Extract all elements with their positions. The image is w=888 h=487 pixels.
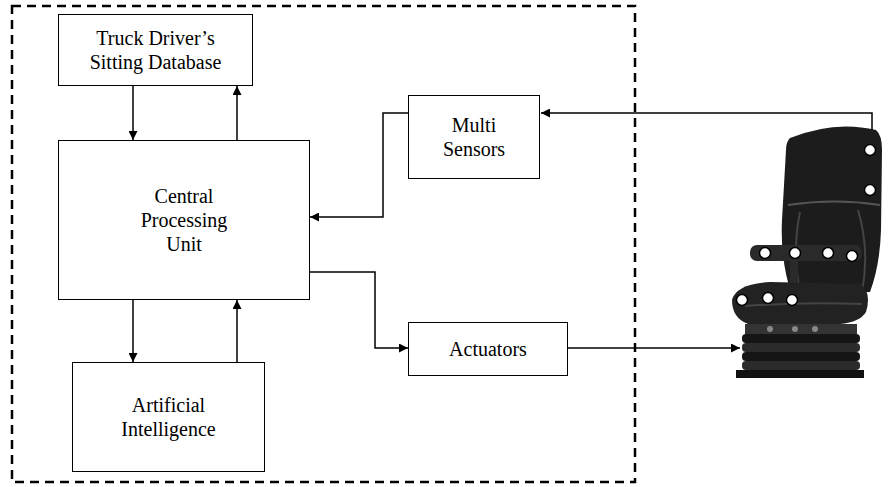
sensor-dots — [737, 145, 876, 306]
armrest — [750, 245, 862, 261]
box-label: Actuators — [449, 337, 527, 361]
sensor-dot — [865, 185, 876, 196]
process-box: Central Processing Unit — [58, 140, 310, 300]
process-box: Artificial Intelligence — [72, 362, 265, 472]
sensor-dot — [823, 248, 834, 259]
box-label: Truck Driver’s Sitting Database — [76, 26, 236, 74]
sensor-dot — [865, 145, 876, 156]
flow-arrow — [132, 86, 134, 140]
process-box: Truck Driver’s Sitting Database — [58, 14, 253, 86]
process-box: Multi Sensors — [408, 95, 540, 179]
control-knob — [812, 326, 818, 332]
suspension-bellows — [742, 343, 860, 352]
cushion-seam — [745, 303, 862, 306]
flow-arrow — [310, 272, 408, 348]
sensor-dot — [737, 295, 748, 306]
sensor-dot — [763, 293, 774, 304]
suspension-bellows — [742, 334, 860, 343]
seat-mount — [736, 370, 864, 378]
seat-signal-arrow — [541, 113, 872, 130]
seat-cushion — [732, 282, 868, 324]
actuation-arrow — [568, 347, 740, 349]
control-knob — [792, 326, 798, 332]
sensor-dot — [787, 295, 798, 306]
system-boundary — [12, 6, 635, 482]
flow-arrow — [236, 300, 238, 362]
seat-backrest — [782, 126, 882, 296]
suspension-bellows — [742, 361, 860, 370]
box-label: Multi Sensors — [429, 113, 519, 161]
flow-arrow — [236, 86, 238, 140]
seat-base-plate — [745, 324, 857, 334]
process-box: Actuators — [408, 322, 568, 376]
box-label: Artificial Intelligence — [109, 393, 229, 441]
armrest-support — [790, 258, 798, 286]
suspension-bellows — [742, 352, 860, 361]
flow-arrow — [310, 113, 408, 217]
box-label: Central Processing Unit — [127, 184, 242, 256]
flow-arrow — [132, 300, 134, 362]
sensor-dot — [847, 251, 858, 262]
sensor-dot — [790, 248, 801, 259]
headrest-seam — [788, 202, 880, 206]
sensor-dot — [760, 248, 771, 259]
truck-seat — [732, 126, 882, 378]
control-knob — [767, 326, 773, 332]
